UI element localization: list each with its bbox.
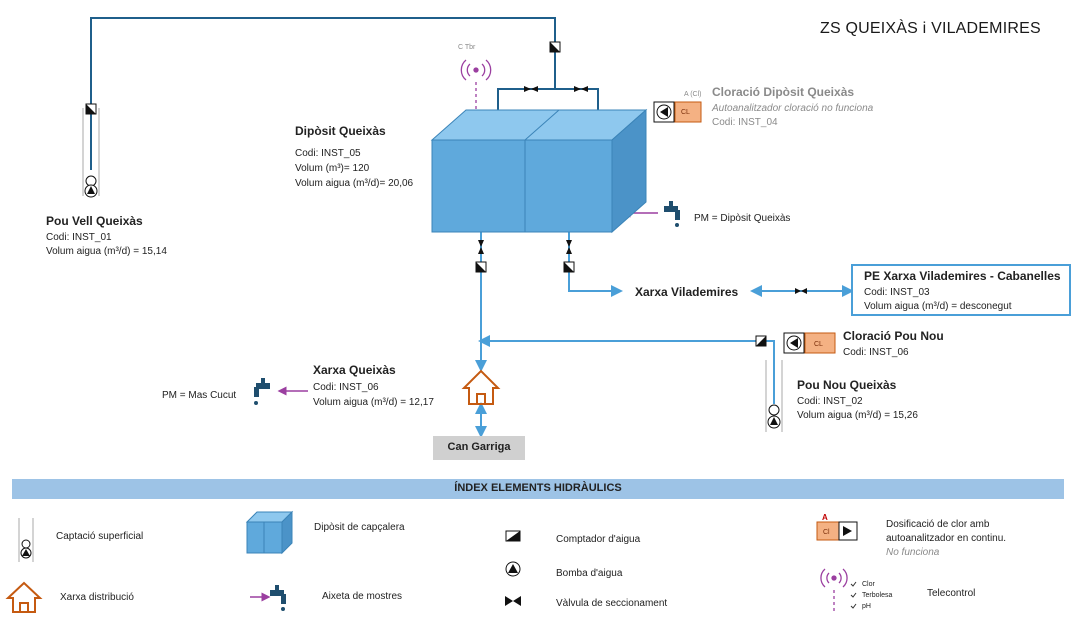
chlorinator-diposit-tag: CL	[681, 109, 690, 116]
diagram-title: ZS QUEIXÀS i VILADEMIRES	[820, 20, 1041, 37]
valve-vilademires-icon	[795, 288, 807, 294]
xarxa-queixas-name: Xarxa Queixàs	[313, 363, 396, 377]
xarxa-vilademires: Xarxa Vilademires	[635, 285, 739, 299]
valve-left-down-icon	[478, 240, 484, 254]
legend-captacio-icon	[18, 518, 34, 562]
legend-checkmarks	[850, 581, 857, 609]
legend-telecontrol-item-clor: Clor	[862, 581, 875, 588]
legend-aixeta-label: Aixeta de mostres	[322, 591, 403, 602]
telecontrol-tag: C Tbr	[458, 44, 476, 51]
legend-telecontrol-label: Telecontrol	[927, 588, 976, 599]
diposit-code: Codi: INST_05	[295, 148, 361, 159]
legend-telecontrol-item-terbolesa: Terbolesa	[862, 592, 893, 599]
legend-tap-icon	[250, 585, 286, 611]
pipe-pou-nou	[478, 335, 775, 404]
legend-valve-icon	[505, 596, 521, 606]
telecontrol-antenna-icon	[460, 59, 492, 110]
chlorinator-pou-nou-tag: CL	[814, 341, 823, 348]
meter-pou-vell-icon	[85, 103, 97, 115]
pump-pou-nou-icon	[767, 404, 781, 429]
legend-header: ÍNDEX ELEMENTS HIDRÀULICS	[454, 482, 622, 494]
legend-bomba-label: Bomba d'aigua	[556, 568, 623, 579]
chlorinator-pou-nou-icon	[783, 332, 836, 354]
pou-vell-code: Codi: INST_01	[46, 232, 112, 243]
diposit-name: Dipòsit Queixàs	[295, 124, 386, 138]
pou-nou-name: Pou Nou Queixàs	[797, 378, 897, 392]
legend-valvula-label: Vàlvula de seccionament	[556, 598, 668, 609]
xarxa-queixas-code: Codi: INST_06	[313, 382, 379, 393]
legend-dosificacio-tag: Cl	[823, 529, 830, 536]
legend-diposit-label: Dipòsit de capçalera	[314, 522, 405, 533]
chlorinator-diposit-icon	[653, 101, 702, 123]
xarxa-queixas-volume: Volum aigua (m³/d) = 12,17	[313, 397, 434, 408]
cloracio-diposit-marker: A (Cl)	[684, 91, 702, 98]
meter-pou-nou-icon	[755, 335, 767, 347]
meter-right-icon	[563, 261, 575, 273]
legend-chlorinator-icon	[816, 521, 858, 541]
valve-right-down-icon	[566, 240, 572, 254]
legend-dosificacio-note: No funciona	[886, 547, 940, 558]
legend-telecontrol-icon	[820, 568, 848, 612]
legend-dosificacio-line2: autoanalitzador en continu.	[886, 533, 1007, 544]
legend-xarxa-label: Xarxa distribució	[60, 592, 134, 603]
can-garriga-label: Can Garriga	[447, 441, 511, 453]
pou-nou-volume: Volum aigua (m³/d) = 15,26	[797, 410, 918, 421]
legend-meter-icon	[505, 530, 521, 542]
pe-xarxa-box	[851, 264, 1071, 316]
pm-diposit: PM = Dipòsit Queixàs	[694, 213, 791, 224]
deposit-tank-icon	[430, 108, 648, 234]
pou-vell-name: Pou Vell Queixàs	[46, 214, 143, 228]
pump-pou-vell-icon	[84, 175, 98, 198]
legend-dosificacio-line1: Dosificació de clor amb	[886, 519, 990, 530]
cloracio-diposit-name: Cloració Dipòsit Queixàs	[712, 85, 855, 99]
house-icon	[461, 369, 501, 405]
legend-telecontrol-item-ph: pH	[862, 603, 871, 610]
legend-deposit-icon	[245, 510, 294, 555]
valve-top-left-icon	[524, 86, 538, 92]
cloracio-diposit-code: Codi: INST_04	[712, 117, 778, 128]
pipe-deposit-to-vilademires	[568, 232, 623, 297]
can-garriga-box: Can Garriga	[433, 436, 525, 460]
tap-xarxa-icon	[254, 378, 270, 405]
pm-mas-cucut: PM = Mas Cucut	[162, 390, 237, 401]
diposit-capacity: Volum (m³)= 120	[295, 163, 370, 174]
cloracio-pou-nou-name: Cloració Pou Nou	[843, 329, 944, 343]
legend-house-icon	[5, 581, 43, 613]
cloracio-pou-nou-code: Codi: INST_06	[843, 347, 909, 358]
legend-pump-icon	[505, 561, 521, 577]
pou-nou-code: Codi: INST_02	[797, 396, 863, 407]
legend-header-bar: ÍNDEX ELEMENTS HIDRÀULICS	[12, 479, 1064, 499]
pe-xarxa-volume: Volum aigua (m³/d) = desconegut	[864, 301, 1012, 312]
pipe-top-manifold	[497, 88, 599, 110]
legend-captacio-label: Captació superficial	[56, 531, 144, 542]
tap-diposit-icon	[664, 201, 680, 227]
legend-comptador-label: Comptador d'aigua	[556, 534, 641, 545]
pe-xarxa-name: PE Xarxa Vilademires - Cabanelles	[864, 269, 1061, 283]
diposit-volume: Volum aigua (m³/d)= 20,06	[295, 178, 414, 189]
meter-left-icon	[475, 261, 487, 273]
cloracio-diposit-note: Autoanalitzador cloració no funciona	[712, 103, 874, 114]
valve-top-right-icon	[574, 86, 588, 92]
pe-xarxa-code: Codi: INST_03	[864, 287, 930, 298]
meter-top-icon	[549, 41, 561, 53]
legend-dosificacio-marker: A	[822, 513, 828, 522]
pou-vell-volume: Volum aigua (m³/d) = 15,14	[46, 246, 167, 257]
